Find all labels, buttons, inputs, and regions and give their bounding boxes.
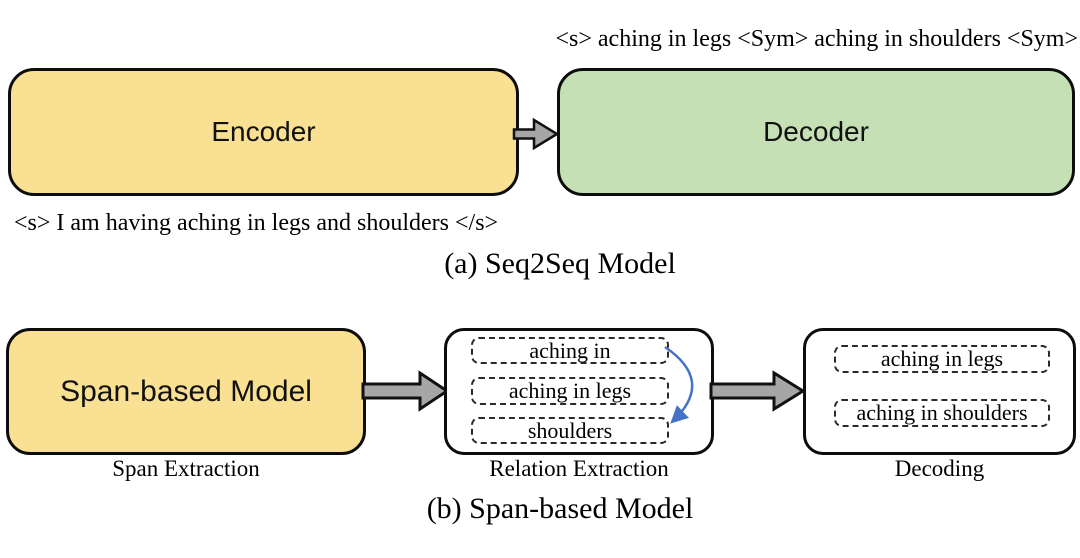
decoder-output-text: <s> aching in legs <Sym> aching in shoul…	[555, 26, 1078, 52]
encoder-decoder-arrow-icon	[512, 116, 560, 152]
relation-extraction-box: aching in aching in legs shoulders	[444, 328, 714, 455]
stage-label-span-extraction: Span Extraction	[112, 456, 260, 481]
span-based-model-box: Span-based Model	[6, 328, 366, 455]
span-based-caption: (b) Span-based Model	[426, 492, 694, 525]
decoder-label: Decoder	[763, 116, 869, 147]
decoding-span-label: aching in legs	[880, 346, 1004, 371]
span-to-relation-arrow-icon	[361, 369, 450, 413]
decoding-span-chip: aching in legs	[834, 345, 1050, 373]
decoder-box: Decoder	[557, 68, 1075, 196]
stage-label-decoding: Decoding	[894, 456, 985, 481]
relation-span-chip: aching in	[471, 337, 669, 364]
relation-span-chip: aching in legs	[471, 377, 669, 405]
encoder-label: Encoder	[211, 116, 316, 147]
decoding-span-chip: aching in shoulders	[834, 399, 1050, 427]
encoder-box: Encoder	[8, 68, 519, 196]
relation-span-label: shoulders	[527, 417, 613, 443]
decoding-box: aching in legs aching in shoulders	[803, 328, 1076, 455]
stage-label-relation-extraction: Relation Extraction	[489, 456, 669, 481]
relation-span-label: aching in	[529, 337, 611, 363]
encoder-input-text: <s> I am having aching in legs and shoul…	[14, 210, 499, 236]
relation-span-chip: shoulders	[471, 417, 669, 444]
span-based-model-label: Span-based Model	[60, 374, 312, 408]
decoding-span-label: aching in shoulders	[856, 400, 1028, 425]
relation-link-arrow-icon	[659, 341, 715, 433]
relation-span-label: aching in legs	[508, 378, 632, 403]
seq2seq-caption: (a) Seq2Seq Model	[444, 247, 676, 280]
relation-to-decoding-arrow-icon	[709, 369, 806, 413]
